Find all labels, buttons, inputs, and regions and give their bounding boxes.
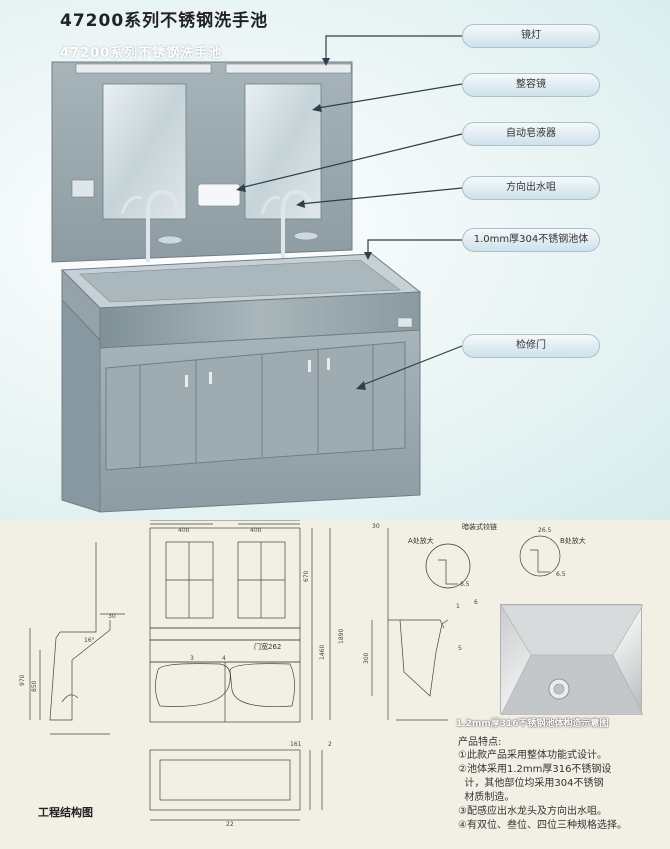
features-title: 产品特点: — [458, 737, 502, 748]
door-width-label: 门宽262 — [254, 643, 282, 651]
dim-1460: 1460 — [319, 645, 326, 660]
page-subtitle: 47200系列不锈钢洗手池 — [60, 46, 223, 61]
page-title: 47200系列不锈钢洗手池 — [60, 11, 269, 31]
dim-300: 300 — [363, 652, 370, 664]
dim-970: 970 — [19, 674, 26, 686]
engineering-section-label: 工程结构图 — [38, 806, 93, 819]
basin-photo-inset — [500, 604, 644, 716]
feature-item: 计，其他部位均采用304不锈钢 — [458, 778, 604, 789]
dim-100: 30 — [108, 613, 116, 620]
inset-caption: 1.2mm厚316不锈钢池体构造示意图 — [456, 719, 609, 729]
feature-item: ③配感应出水龙头及方向出水咀。 — [458, 806, 607, 817]
callout-mirror-light: 镜灯 — [462, 24, 600, 48]
dim-670: 670 — [303, 570, 310, 582]
dim-850: 850 — [31, 680, 38, 692]
dim-30: 30 — [372, 523, 380, 530]
drain-illustration — [500, 604, 644, 716]
dim-400: 400 — [178, 527, 190, 534]
hinge-label: 暗装式铰链 — [462, 523, 497, 531]
product-features: 产品特点: ①此款产品采用整体功能式设计。 ②池体采用1.2mm厚316不锈钢设… — [458, 733, 668, 833]
dim-6-5: 6.5 — [460, 581, 470, 588]
feature-item: ②池体采用1.2mm厚316不锈钢设 — [458, 764, 612, 775]
sink-illustration — [51, 35, 463, 513]
callout-soap-dispenser: 自动皂液器 — [462, 122, 600, 146]
part-3: 3 — [190, 655, 194, 662]
part-6: 6 — [474, 599, 478, 606]
feature-item: ①此款产品采用整体功能式设计。 — [458, 750, 607, 761]
feature-item: ④有双位、叁位、四位三种规格选择。 — [458, 820, 627, 831]
part-2: 2 — [328, 741, 332, 748]
callout-mirror: 整容镜 — [462, 73, 600, 97]
dim-400-b: 400 — [250, 527, 262, 534]
part-5: 5 — [458, 645, 462, 652]
dim-161: 161 — [290, 741, 302, 748]
callout-service-door: 检修门 — [462, 334, 600, 358]
feature-item: 材质制造。 — [458, 792, 515, 803]
engineering-drawings: 1500 400 400 670 1890 1460 970 850 300 1… — [19, 520, 566, 828]
callout-spout: 方向出水咀 — [462, 176, 600, 200]
dim-6-5-b: 6.5 — [556, 571, 566, 578]
detail-a-label: A处放大 — [408, 537, 434, 545]
part-4: 4 — [222, 655, 226, 662]
detail-b-label: B处放大 — [560, 537, 586, 545]
dim-16deg: 16° — [84, 637, 95, 644]
dim-1890: 1890 — [338, 629, 345, 644]
dim-26-5: 26.5 — [538, 527, 552, 534]
callout-basin-body: 1.0mm厚304不锈钢池体 — [462, 228, 600, 252]
dim-22: 22 — [226, 821, 234, 828]
part-1: 1 — [456, 603, 460, 610]
